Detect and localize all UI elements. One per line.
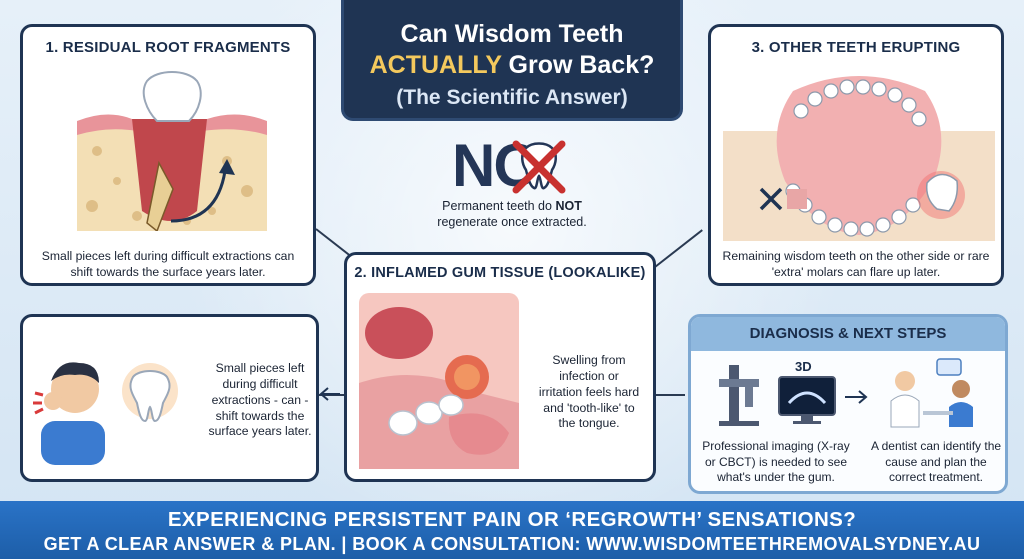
title-line-3: (The Scientific Answer) (396, 86, 628, 109)
footer-banner: EXPERIENCING PERSISTENT PAIN OR ‘REGROWT… (0, 501, 1024, 559)
panel-title: DIAGNOSIS & NEXT STEPS (691, 317, 1005, 351)
title-banner: Can Wisdom Teeth ACTUALLY Grow Back? (Th… (341, 0, 683, 121)
arrow-right-icon (845, 390, 868, 404)
tooth-icon (122, 363, 178, 423)
footer-cta[interactable]: GET A CLEAR ANSWER & PLAN. | BOOK A CONS… (43, 534, 981, 554)
footer-headline: EXPERIENCING PERSISTENT PAIN OR ‘REGROWT… (167, 508, 857, 531)
panel-other-teeth: 3. OTHER TEETH ERUPTING Remaining wisdom… (708, 24, 1004, 286)
root-fragment-illustration (77, 71, 267, 231)
title-line-2: ACTUALLY Grow Back? (344, 51, 680, 80)
dentist-consultation-icon (890, 358, 973, 428)
panel-caption: Remaining wisdom teeth on the other side… (722, 249, 990, 279)
panel-inflamed-gum: 2. INFLAMED GUM TISSUE (LOOKALIKE) Swell… (344, 252, 656, 482)
title-accent: ACTUALLY (369, 51, 502, 79)
panel-title: 1. RESIDUAL ROOT FRAGMENTS (45, 39, 291, 56)
panel-caption: Swelling from infection or irritation fe… (538, 353, 640, 431)
panel-patient-pain: Small pieces left during difficult extra… (20, 314, 319, 482)
imaging-badge: 3D (795, 359, 812, 374)
dental-arch-illustration (723, 76, 995, 241)
inflamed-gum-illustration (359, 293, 519, 469)
panel-residual-root: 1. RESIDUAL ROOT FRAGMENTS Small pieces … (20, 24, 316, 286)
panel-caption: Small pieces left during difficult extra… (41, 249, 295, 279)
panel-title: 3. OTHER TEETH ERUPTING (751, 39, 961, 56)
panel-diagnosis: DIAGNOSIS & NEXT STEPS 3D Professional i… (688, 314, 1008, 494)
connector-line (655, 394, 685, 396)
diagnosis-right-caption: A dentist can identify the cause and pla… (870, 439, 1002, 485)
cbct-scanner-icon (719, 365, 759, 426)
answer-subtitle: Permanent teeth do NOT regenerate once e… (437, 199, 587, 229)
monitor-scan-icon (778, 376, 836, 424)
panel-title: 2. INFLAMED GUM TISSUE (LOOKALIKE) (354, 265, 646, 281)
diagnosis-left-caption: Professional imaging (X-ray or CBCT) is … (702, 439, 850, 485)
arrow-left-icon (319, 387, 340, 401)
title-rest: Grow Back? (508, 51, 655, 79)
panel-caption: Small pieces left during difficult extra… (208, 361, 312, 439)
crossed-tooth-icon (512, 140, 566, 194)
title-line-1: Can Wisdom Teeth (400, 20, 624, 48)
patient-pain-illustration (33, 362, 105, 465)
